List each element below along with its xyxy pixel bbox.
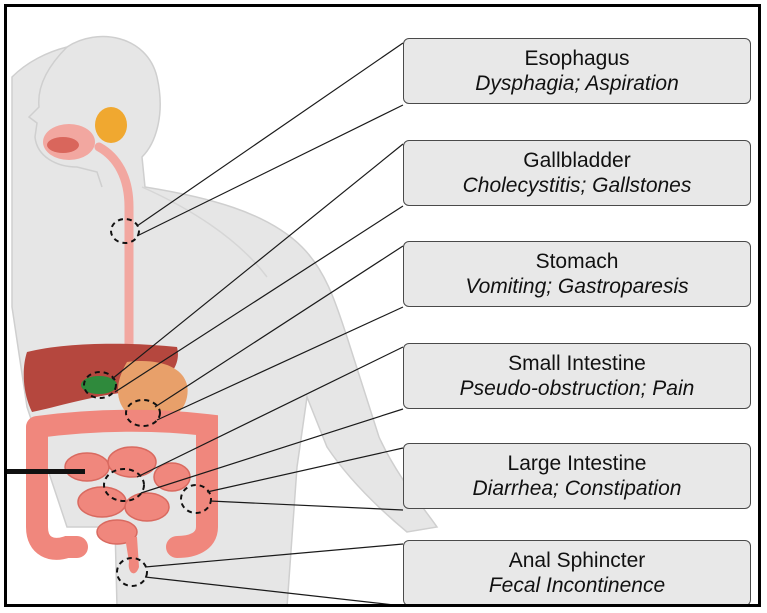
organ-label: Anal Sphincter [404,548,750,573]
callout-large-intestine: Large Intestine Diarrhea; Constipation [403,443,751,509]
callout-stomach: Stomach Vomiting; Gastroparesis [403,241,751,307]
left-pointer-bar [7,469,85,474]
symptom-label: Diarrhea; Constipation [404,476,750,501]
symptom-label: Fecal Incontinence [404,573,750,598]
callout-esophagus: Esophagus Dysphagia; Aspiration [403,38,751,104]
symptom-label: Vomiting; Gastroparesis [404,274,750,299]
callout-small-intestine: Small Intestine Pseudo-obstruction; Pain [403,343,751,409]
figure-frame: Esophagus Dysphagia; Aspiration Gallblad… [4,4,761,607]
organ-label: Esophagus [404,46,750,71]
organ-label: Stomach [404,249,750,274]
callout-anal-sphincter: Anal Sphincter Fecal Incontinence [403,540,751,606]
organ-label: Small Intestine [404,351,750,376]
organ-label: Large Intestine [404,451,750,476]
symptom-label: Cholecystitis; Gallstones [404,173,750,198]
callout-gallbladder: Gallbladder Cholecystitis; Gallstones [403,140,751,206]
symptom-label: Dysphagia; Aspiration [404,71,750,96]
organ-label: Gallbladder [404,148,750,173]
symptom-label: Pseudo-obstruction; Pain [404,376,750,401]
